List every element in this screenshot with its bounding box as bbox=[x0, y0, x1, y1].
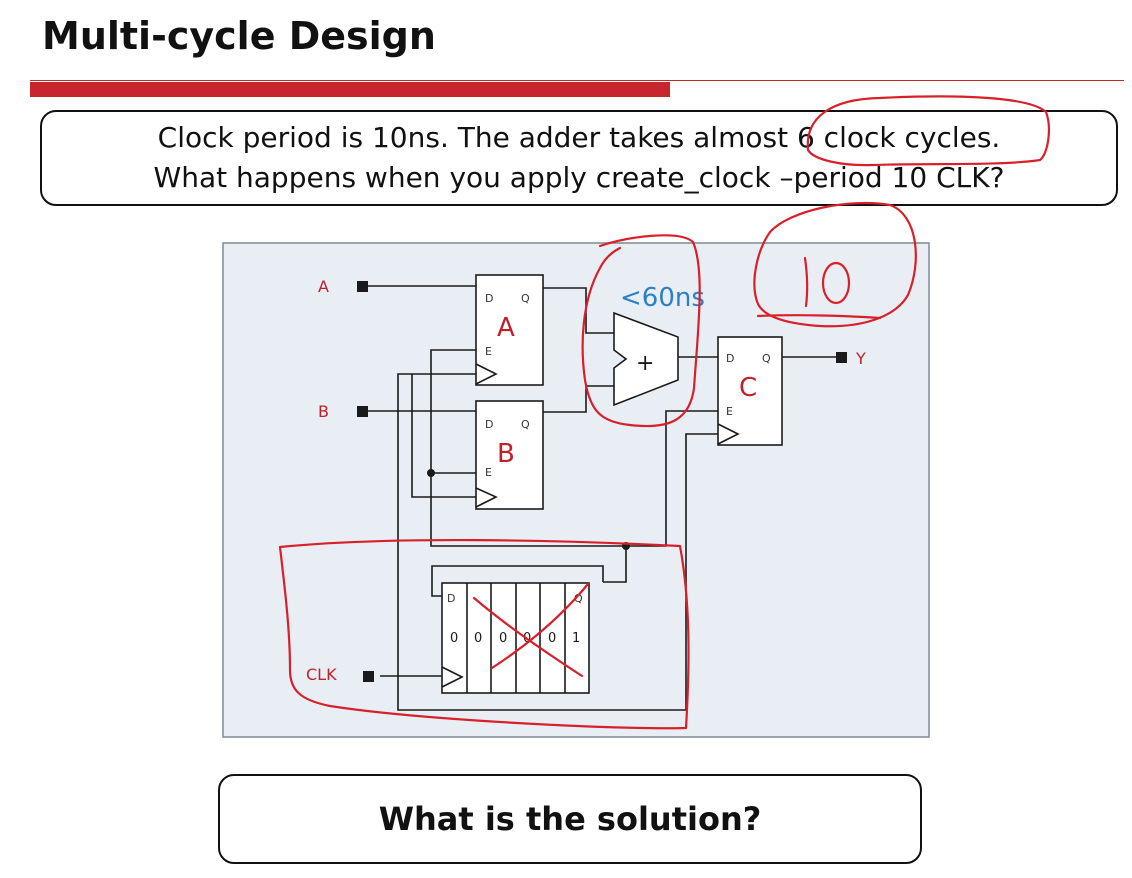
wire-feedback bbox=[431, 565, 604, 597]
label-y: Y bbox=[855, 349, 866, 368]
reg-a-q: Q bbox=[521, 292, 530, 305]
circle-adder bbox=[581, 234, 701, 428]
port-y bbox=[836, 352, 847, 363]
wire-qb bbox=[543, 385, 614, 413]
wire-enable-c bbox=[626, 410, 718, 547]
register-c: D Q C E bbox=[717, 336, 783, 446]
shift-register: D Q 0 0 0 0 0 1 bbox=[441, 582, 590, 694]
wire-clk-b bbox=[411, 374, 476, 498]
wire-enable-ab bbox=[430, 349, 627, 583]
title-rule-thick bbox=[30, 82, 670, 97]
reg-c-e: E bbox=[726, 405, 733, 418]
reg-b-e: E bbox=[485, 466, 492, 479]
port-a bbox=[357, 281, 368, 292]
reg-a-e: E bbox=[485, 345, 492, 358]
delay-annotation: <60ns bbox=[620, 283, 705, 313]
shift-bit: 0 bbox=[548, 631, 556, 646]
solution-text: What is the solution? bbox=[378, 800, 762, 838]
port-b bbox=[357, 406, 368, 417]
strike-slash bbox=[472, 596, 584, 678]
question-box: Clock period is 10ns. The adder takes al… bbox=[40, 110, 1118, 206]
port-clk bbox=[363, 671, 374, 682]
reg-a-name: A bbox=[497, 313, 515, 343]
circle-period bbox=[753, 201, 917, 328]
handwritten-one bbox=[803, 256, 809, 308]
underline-period bbox=[756, 314, 882, 320]
reg-a-d: D bbox=[485, 292, 493, 305]
title-rule-thin bbox=[30, 80, 1124, 81]
shift-bit: 0 bbox=[499, 631, 507, 646]
clock-triangle-icon bbox=[475, 487, 498, 508]
reg-c-name: C bbox=[739, 373, 757, 403]
register-b: D Q B E bbox=[475, 400, 544, 510]
register-a: D Q A E bbox=[475, 274, 544, 386]
strike-backslash bbox=[490, 582, 590, 670]
shift-d: D bbox=[447, 592, 455, 605]
circle-counter bbox=[278, 538, 690, 730]
clock-triangle-icon bbox=[475, 363, 498, 385]
slide-title: Multi-cycle Design bbox=[42, 14, 436, 58]
adder-symbol: + bbox=[636, 351, 654, 376]
circle-clock-cycles bbox=[806, 95, 1050, 167]
handwritten-annotations bbox=[278, 95, 1050, 730]
shift-bit: 0 bbox=[474, 631, 482, 646]
shift-bit: 0 bbox=[450, 631, 458, 646]
reg-b-name: B bbox=[497, 439, 515, 469]
label-clk: CLK bbox=[306, 665, 337, 684]
reg-c-d: D bbox=[726, 352, 734, 365]
reg-b-d: D bbox=[485, 418, 493, 431]
clock-triangle-icon bbox=[717, 423, 740, 445]
shift-bit: 1 bbox=[572, 631, 580, 646]
reg-b-q: Q bbox=[521, 418, 530, 431]
label-b: B bbox=[318, 402, 329, 421]
junction-dot bbox=[427, 469, 435, 477]
question-line-2: What happens when you apply create_clock… bbox=[153, 161, 1005, 194]
question-line-1: Clock period is 10ns. The adder takes al… bbox=[157, 121, 1001, 154]
wire-clk-a bbox=[397, 373, 476, 676]
clock-triangle-icon bbox=[441, 666, 464, 688]
adder: + bbox=[613, 311, 679, 407]
shift-q: Q bbox=[574, 592, 583, 605]
reg-c-q: Q bbox=[762, 352, 771, 365]
solution-box: What is the solution? bbox=[218, 774, 922, 864]
label-a: A bbox=[318, 277, 329, 296]
handwritten-zero bbox=[821, 261, 851, 305]
